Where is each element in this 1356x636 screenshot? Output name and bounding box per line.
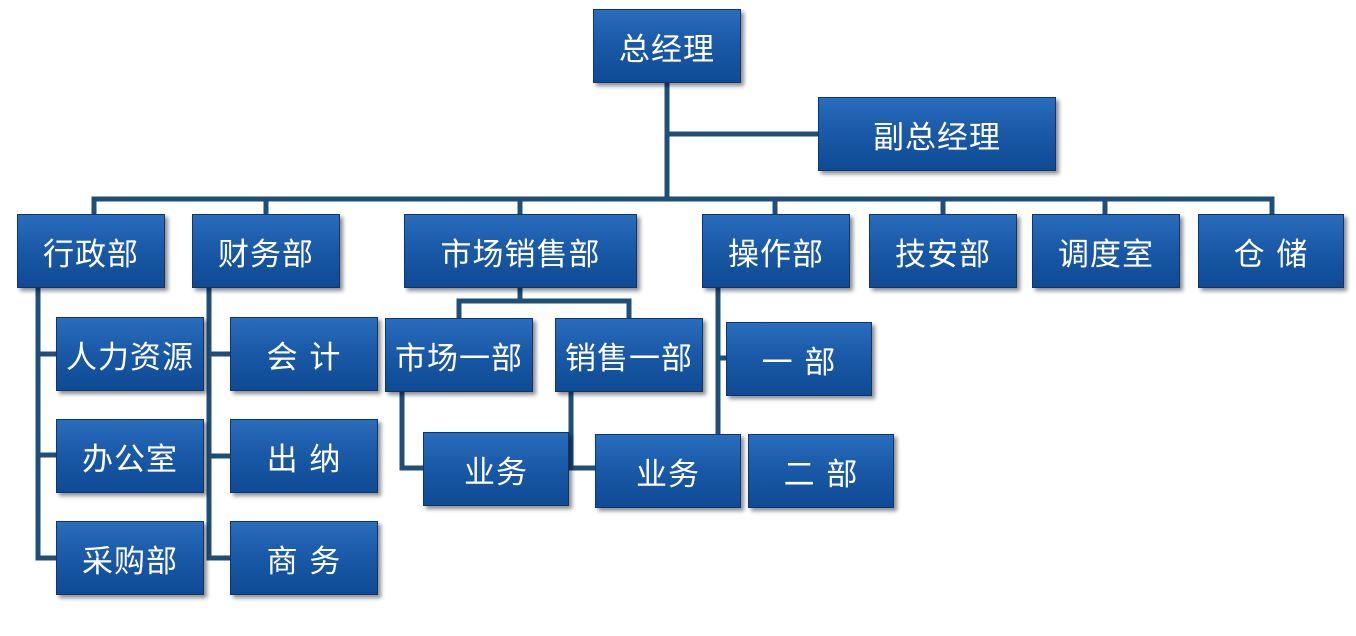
node-accounting: 会 计 <box>230 317 378 391</box>
line-sales-business <box>568 389 598 471</box>
node-sales-dept-one: 销售一部 <box>555 318 703 392</box>
node-office: 办公室 <box>56 419 204 493</box>
node-market-dept-one: 市场一部 <box>385 318 533 392</box>
node-business-affairs: 商 务 <box>230 521 378 595</box>
node-general-manager: 总经理 <box>593 9 741 83</box>
node-operations-dept: 操作部 <box>702 214 850 288</box>
node-purchasing-dept: 采购部 <box>56 521 204 595</box>
node-dispatch-room: 调度室 <box>1032 214 1180 288</box>
node-human-resources: 人力资源 <box>56 317 204 391</box>
node-deputy-general-manager: 副总经理 <box>818 97 1056 171</box>
node-operations-unit-one: 一 部 <box>726 322 872 396</box>
node-marketing-sales-dept: 市场销售部 <box>404 214 637 288</box>
node-cashier: 出 纳 <box>230 419 378 493</box>
line-market-business <box>399 389 426 471</box>
node-warehouse: 仓 储 <box>1198 214 1344 288</box>
node-tech-safety-dept: 技安部 <box>869 214 1017 288</box>
node-finance-dept: 财务部 <box>192 214 340 288</box>
node-sales-business: 业务 <box>595 434 741 508</box>
node-market-business: 业务 <box>423 432 569 506</box>
node-operations-unit-two: 二 部 <box>748 434 894 508</box>
node-admin-dept: 行政部 <box>17 214 165 288</box>
